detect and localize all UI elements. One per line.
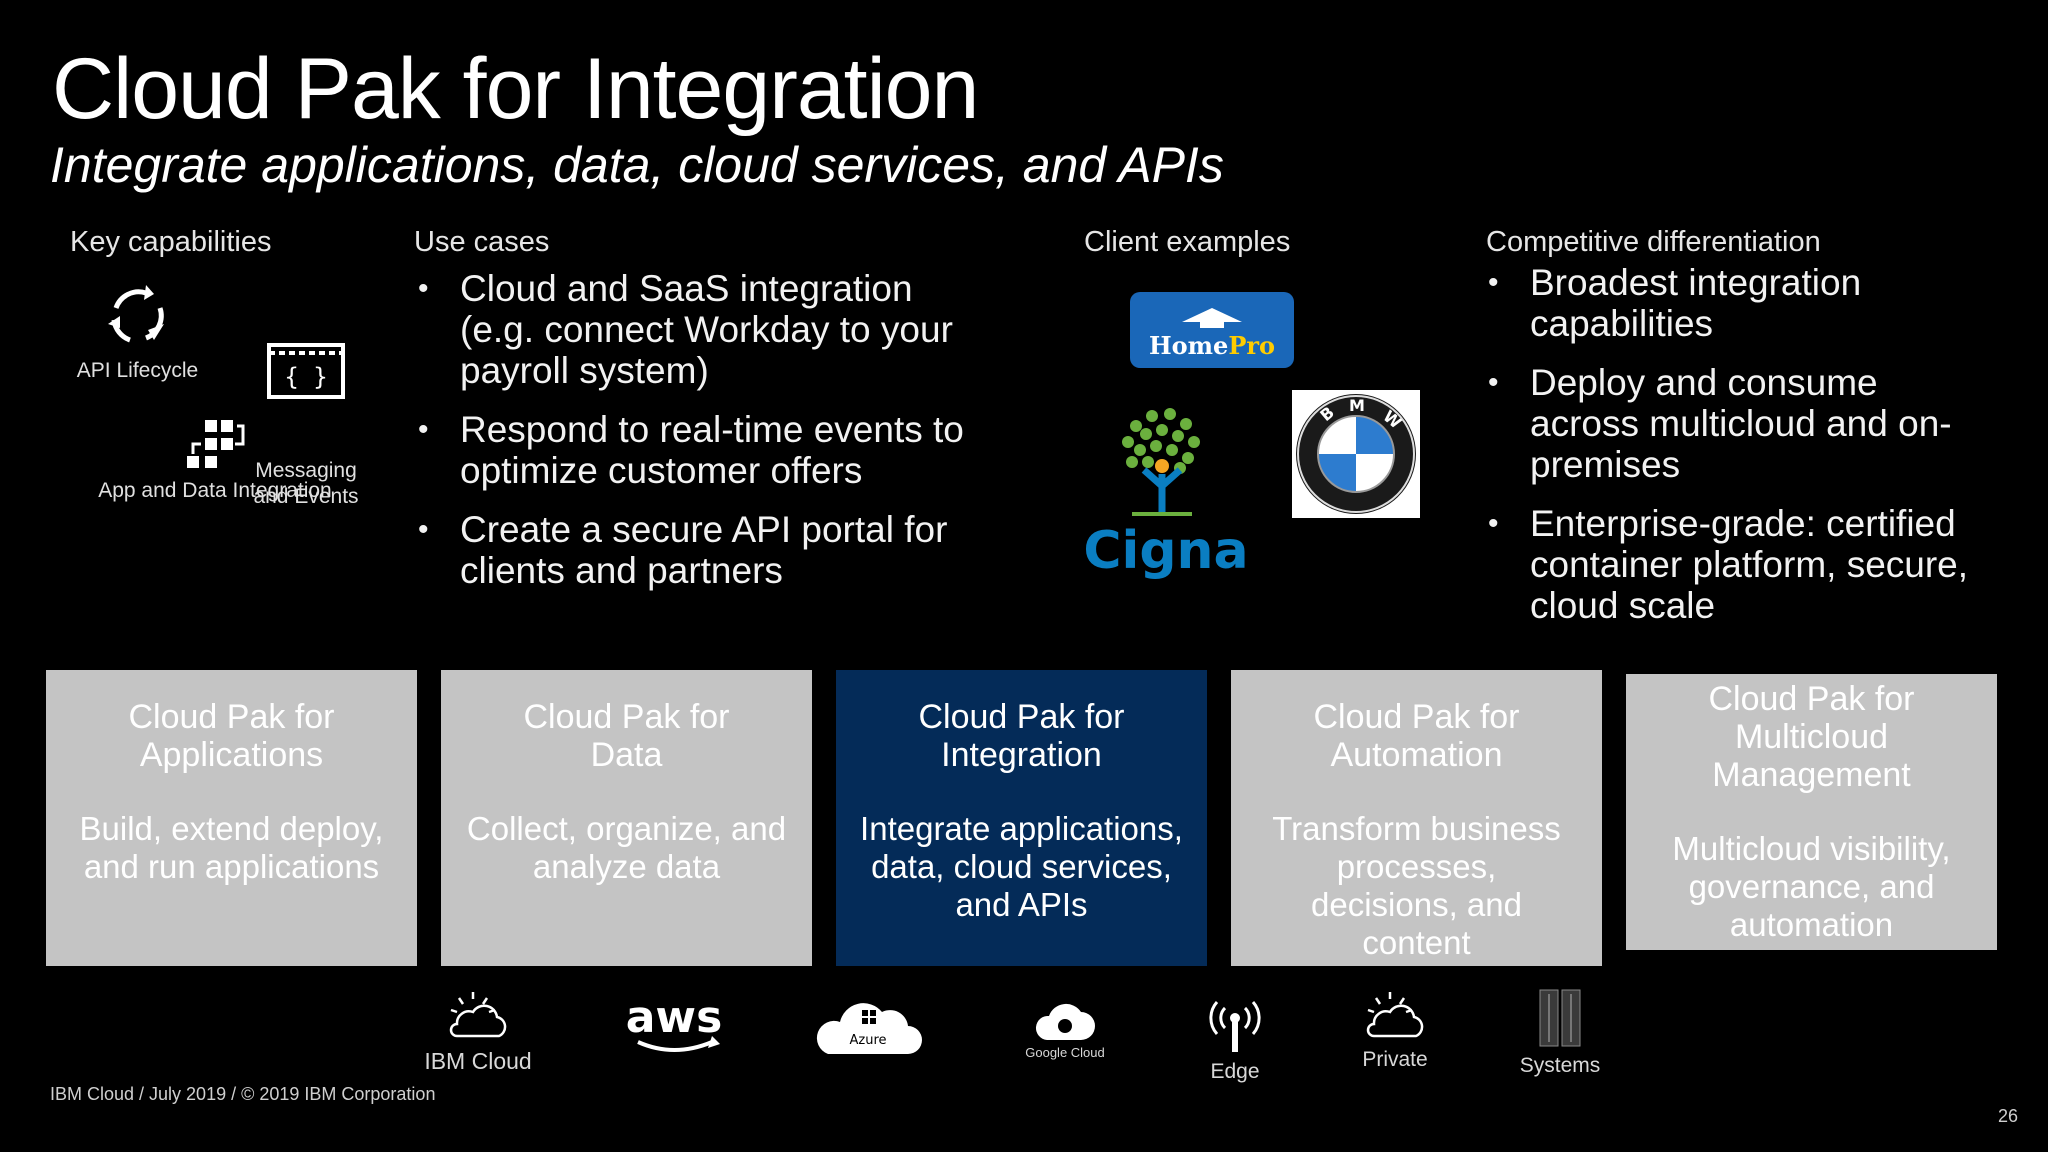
use-case-item: Create a secure API portal for clients a… — [414, 509, 974, 591]
use-cases-list: Cloud and SaaS integration (e.g. connect… — [414, 268, 974, 609]
pak-title: Cloud Pak for Multicloud Management — [1708, 680, 1915, 794]
homepro-logo: HomePro — [1130, 292, 1294, 368]
key-capabilities-heading: Key capabilities — [70, 226, 272, 258]
platform-systems: Systems — [1510, 988, 1610, 1078]
ibm-cloud-icon — [445, 992, 511, 1047]
private-cloud-icon — [1362, 992, 1428, 1047]
pak-title: Cloud Pak for Applications — [128, 698, 335, 774]
platform-private: Private — [1350, 990, 1440, 1072]
use-case-item: Cloud and SaaS integration (e.g. connect… — [414, 268, 974, 391]
pak-multicloud-management: Cloud Pak for Multicloud Management Mult… — [1626, 674, 1997, 950]
svg-text:M: M — [1349, 396, 1365, 415]
pak-applications: Cloud Pak for Applications Build, extend… — [46, 670, 417, 966]
capability-api-lifecycle: API Lifecycle — [60, 280, 215, 384]
svg-text:HomePro: HomePro — [1149, 331, 1275, 360]
platform-edge: Edge — [1190, 996, 1280, 1084]
google-cloud-icon — [1033, 1003, 1097, 1045]
pak-description: Transform business processes, decisions,… — [1272, 810, 1561, 961]
pak-automation: Cloud Pak for Automation Transform busin… — [1231, 670, 1602, 966]
pak-description: Multicloud visibility, governance, and a… — [1672, 830, 1951, 943]
platform-ibm-cloud: IBM Cloud — [418, 990, 538, 1075]
competitive-heading: Competitive differentiation — [1486, 226, 1821, 258]
pak-description: Integrate applications, data, cloud serv… — [860, 810, 1183, 923]
competitive-item: Enterprise-grade: certified container pl… — [1484, 503, 1984, 626]
systems-server-icon — [1536, 989, 1584, 1053]
platform-azure: Azure — [812, 996, 924, 1062]
use-cases-heading: Use cases — [414, 226, 550, 258]
competitive-item: Broadest integration capabilities — [1484, 262, 1984, 344]
edge-label: Edge — [1210, 1060, 1260, 1083]
client-examples-heading: Client examples — [1084, 226, 1291, 258]
capability-app-data-integration: App and Data Integration — [90, 418, 340, 504]
edge-antenna-icon — [1205, 1001, 1265, 1059]
aws-icon: aws — [626, 992, 723, 1052]
google-cloud-label: Google Cloud — [1025, 1045, 1105, 1060]
app-data-integration-label: App and Data Integration — [98, 479, 332, 502]
api-lifecycle-icon — [60, 280, 215, 352]
pak-title: Cloud Pak for Integration — [918, 698, 1125, 774]
pak-title: Cloud Pak for Data — [523, 698, 730, 774]
pak-description: Collect, organize, and analyze data — [466, 810, 787, 885]
messaging-label: Messaging and Events — [253, 459, 359, 508]
aws-label: aws — [626, 992, 723, 1043]
app-data-integration-icon — [90, 418, 340, 472]
pak-description: Build, extend deploy, and run applicatio… — [79, 810, 384, 885]
azure-icon: Azure — [816, 1003, 922, 1054]
svg-text:{ }: { } — [284, 363, 327, 391]
private-label: Private — [1362, 1048, 1428, 1071]
pak-title: Cloud Pak for Automation — [1313, 698, 1520, 774]
pak-data: Cloud Pak for Data Collect, organize, an… — [441, 670, 812, 966]
bmw-logo: B M W — [1292, 390, 1420, 518]
footer-text: IBM Cloud / July 2019 / © 2019 IBM Corpo… — [50, 1084, 436, 1104]
platform-google-cloud: Google Cloud — [1010, 996, 1120, 1060]
slide-title: Cloud Pak for Integration — [52, 41, 979, 137]
cigna-wordmark: Cigna — [1083, 521, 1248, 581]
slide-subtitle: Integrate applications, data, cloud serv… — [50, 137, 1224, 193]
azure-label: Azure — [849, 1033, 886, 1048]
platform-aws: aws — [620, 992, 730, 1068]
competitive-item: Deploy and consume across multicloud and… — [1484, 362, 1984, 485]
systems-label: Systems — [1519, 1054, 1601, 1077]
messaging-icon: { } — [226, 342, 386, 400]
pak-integration: Cloud Pak for Integration Integrate appl… — [836, 670, 1207, 966]
page-number: 26 — [1998, 1106, 2019, 1126]
api-lifecycle-label: API Lifecycle — [76, 359, 199, 382]
ibm-cloud-label: IBM Cloud — [424, 1048, 532, 1074]
competitive-list: Broadest integration capabilities Deploy… — [1484, 262, 1984, 644]
use-case-item: Respond to real-time events to optimize … — [414, 409, 974, 491]
cigna-logo: Cigna — [1076, 404, 1256, 584]
capability-messaging: { } Messaging and Events — [226, 290, 386, 510]
